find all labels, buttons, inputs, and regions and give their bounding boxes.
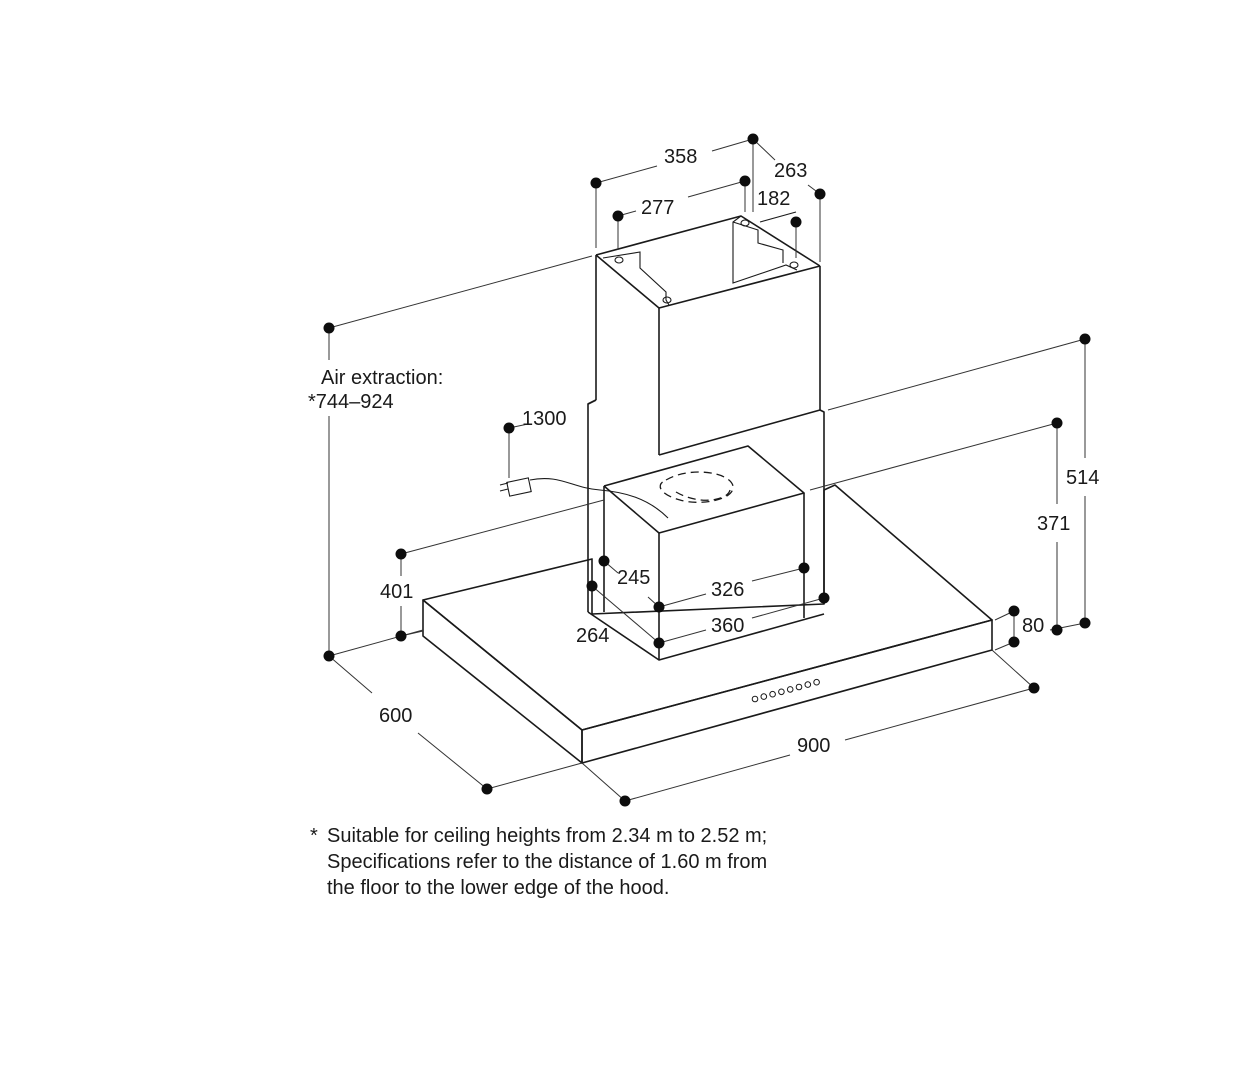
dimension-lines [328, 138, 1086, 802]
air-outlet-dashed [659, 471, 734, 503]
air-extraction-label: Air extraction: [321, 367, 443, 389]
control-button [795, 683, 803, 691]
canopy-front-side [581, 619, 993, 764]
control-button [778, 688, 785, 696]
upper-chimney [595, 211, 821, 455]
dim-cable-length: 1300 [522, 408, 567, 430]
motor-housing [587, 445, 825, 661]
hood-canopy [422, 484, 993, 764]
dim-chimney-width: 358 [664, 146, 697, 168]
control-button [769, 690, 776, 698]
dimension-labels: 358 263 277 182 1300 514 371 401 80 245 … [308, 146, 1099, 757]
control-button [804, 681, 812, 688]
footnote-asterisk: * [310, 825, 318, 847]
control-button [813, 678, 820, 686]
dim-motor-width-outer: 360 [711, 615, 744, 637]
dim-glass-thickness: 80 [1022, 615, 1044, 637]
footnote-line-2: Specifications refer to the distance of … [327, 851, 768, 873]
control-button [760, 693, 768, 700]
footnote-line-1: Suitable for ceiling heights from 2.34 m… [327, 825, 768, 847]
control-button [786, 686, 794, 693]
dim-motor-depth: 245 [617, 567, 650, 589]
dim-motor-width-inner: 326 [711, 579, 744, 601]
air-extraction-range: *744–924 [308, 391, 394, 413]
dim-hood-depth: 600 [379, 705, 412, 727]
control-buttons [751, 678, 820, 703]
canopy-top-face [422, 484, 993, 731]
control-button [751, 695, 759, 703]
dim-height-total: 514 [1066, 467, 1099, 489]
footnote-line-3: the floor to the lower edge of the hood. [327, 877, 670, 899]
lower-chimney [587, 399, 825, 612]
dim-hood-width: 900 [797, 735, 830, 757]
dim-chimney-depth: 263 [774, 160, 807, 182]
footnote: * Suitable for ceiling heights from 2.34… [310, 823, 930, 901]
canopy-left-side [422, 599, 583, 764]
dim-height-offset: 401 [380, 581, 413, 603]
power-cable [499, 477, 669, 519]
dim-height-body: 371 [1037, 513, 1070, 535]
dimension-end-dots [323, 133, 1091, 807]
dim-inner-depth: 182 [757, 188, 790, 210]
dim-motor-depth-outer: 264 [576, 625, 609, 647]
dim-inner-width: 277 [641, 197, 674, 219]
mounting-bracket [602, 251, 670, 306]
